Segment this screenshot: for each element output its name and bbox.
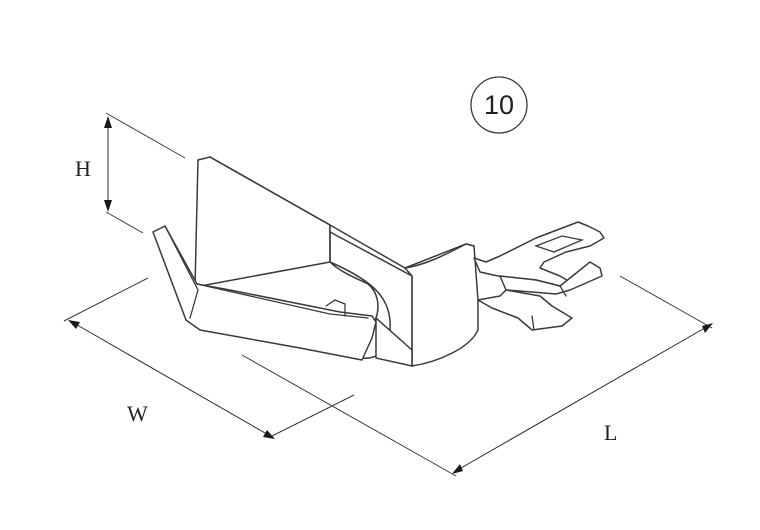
height-label: H (75, 156, 91, 181)
height-arrow-top (104, 116, 112, 128)
clip-part (152, 156, 605, 367)
width-arrow-left (68, 320, 80, 329)
height-extension-top (105, 112, 186, 159)
dimension-width: W (63, 277, 355, 439)
middle-terminal-edge (559, 285, 567, 297)
length-arrow-left (452, 464, 463, 474)
height-extension-bottom (105, 211, 144, 234)
front-body (404, 243, 479, 367)
length-dimension-line (453, 324, 711, 473)
length-extension-left (241, 354, 457, 477)
width-extension-left (63, 277, 149, 322)
lower-arm-inner-edge (196, 283, 369, 319)
lower-terminal (477, 289, 573, 331)
dimension-height: H (75, 112, 186, 234)
height-arrow-bottom (104, 200, 112, 212)
width-dimension-line (71, 321, 273, 438)
width-extension-right (269, 394, 355, 438)
front-body-base (375, 317, 413, 367)
lower-arm-fold-line (164, 225, 199, 319)
middle-terminal (499, 261, 603, 295)
length-label: L (604, 420, 617, 445)
item-number-badge: 10 (470, 76, 528, 134)
item-number: 10 (484, 90, 514, 120)
width-arrow-right (263, 430, 275, 439)
width-label: W (127, 401, 148, 426)
length-arrow-right (702, 323, 713, 333)
dimension-length: L (241, 275, 713, 477)
lower-arm-tab (325, 299, 346, 317)
length-extension-right (619, 275, 713, 329)
lower-terminal-edge (531, 315, 535, 331)
upper-terminal-slot (534, 235, 585, 253)
back-wall-panel (194, 156, 331, 288)
item-number-circle (470, 76, 528, 134)
